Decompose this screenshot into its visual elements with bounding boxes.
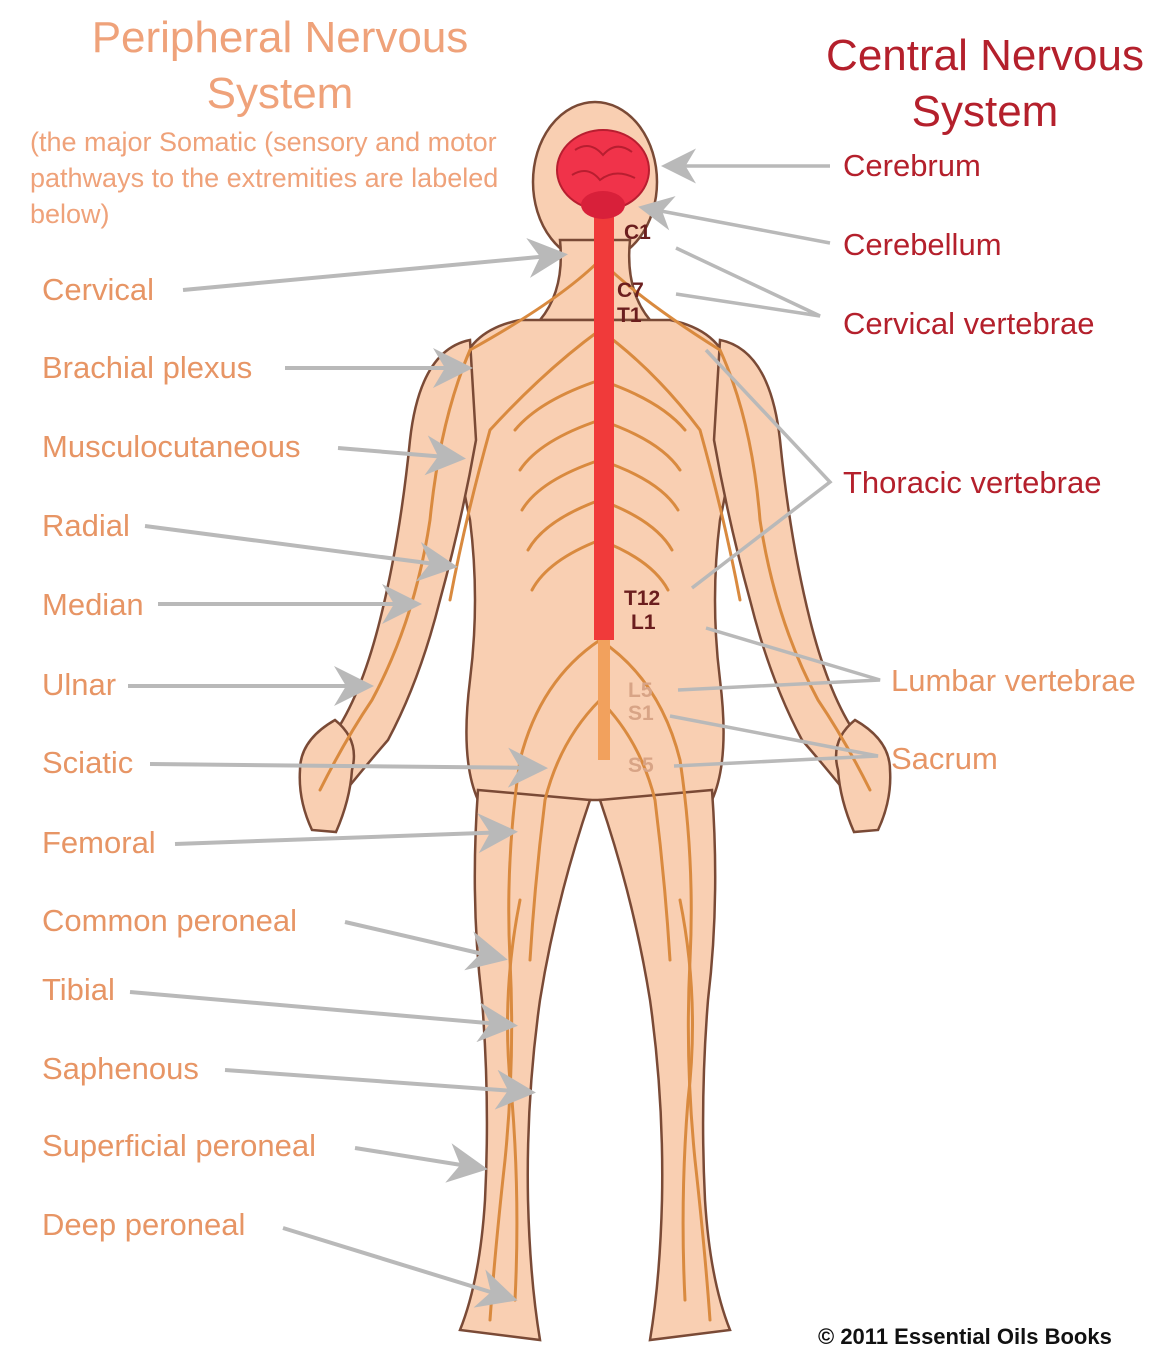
marker-s5: S5 [628, 755, 654, 777]
label-cerebellum: Cerebellum [843, 227, 1002, 263]
label-deep-peroneal: Deep peroneal [42, 1207, 245, 1243]
label-thoracic-vertebrae: Thoracic vertebrae [843, 465, 1101, 501]
label-common-peroneal: Common peroneal [42, 903, 297, 939]
cauda-equina [598, 640, 610, 760]
label-saphenous: Saphenous [42, 1051, 199, 1087]
marker-t1: T1 [617, 305, 642, 327]
marker-c7: C7 [617, 280, 644, 302]
label-musculocutaneous: Musculocutaneous [42, 429, 301, 465]
marker-l1: L1 [631, 612, 656, 634]
marker-c1: C1 [624, 222, 651, 244]
label-brachial-plexus: Brachial plexus [42, 350, 252, 386]
label-lumbar-vertebrae: Lumbar vertebrae [891, 663, 1136, 699]
label-cervical: Cervical [42, 272, 154, 308]
label-sciatic: Sciatic [42, 745, 133, 781]
label-superficial-peroneal: Superficial peroneal [42, 1128, 316, 1164]
marker-t12: T12 [624, 588, 660, 610]
label-sacrum: Sacrum [891, 741, 998, 777]
copyright-notice: © 2011 Essential Oils Books [818, 1322, 1112, 1352]
label-tibial: Tibial [42, 972, 115, 1008]
label-ulnar: Ulnar [42, 667, 116, 703]
spinal-cord [594, 215, 614, 640]
label-median: Median [42, 587, 144, 623]
label-cerebrum: Cerebrum [843, 148, 981, 184]
marker-s1: S1 [628, 703, 654, 725]
label-radial: Radial [42, 508, 130, 544]
marker-l5: L5 [628, 680, 653, 702]
label-cervical-vertebrae: Cervical vertebrae [843, 306, 1095, 342]
label-femoral: Femoral [42, 825, 156, 861]
